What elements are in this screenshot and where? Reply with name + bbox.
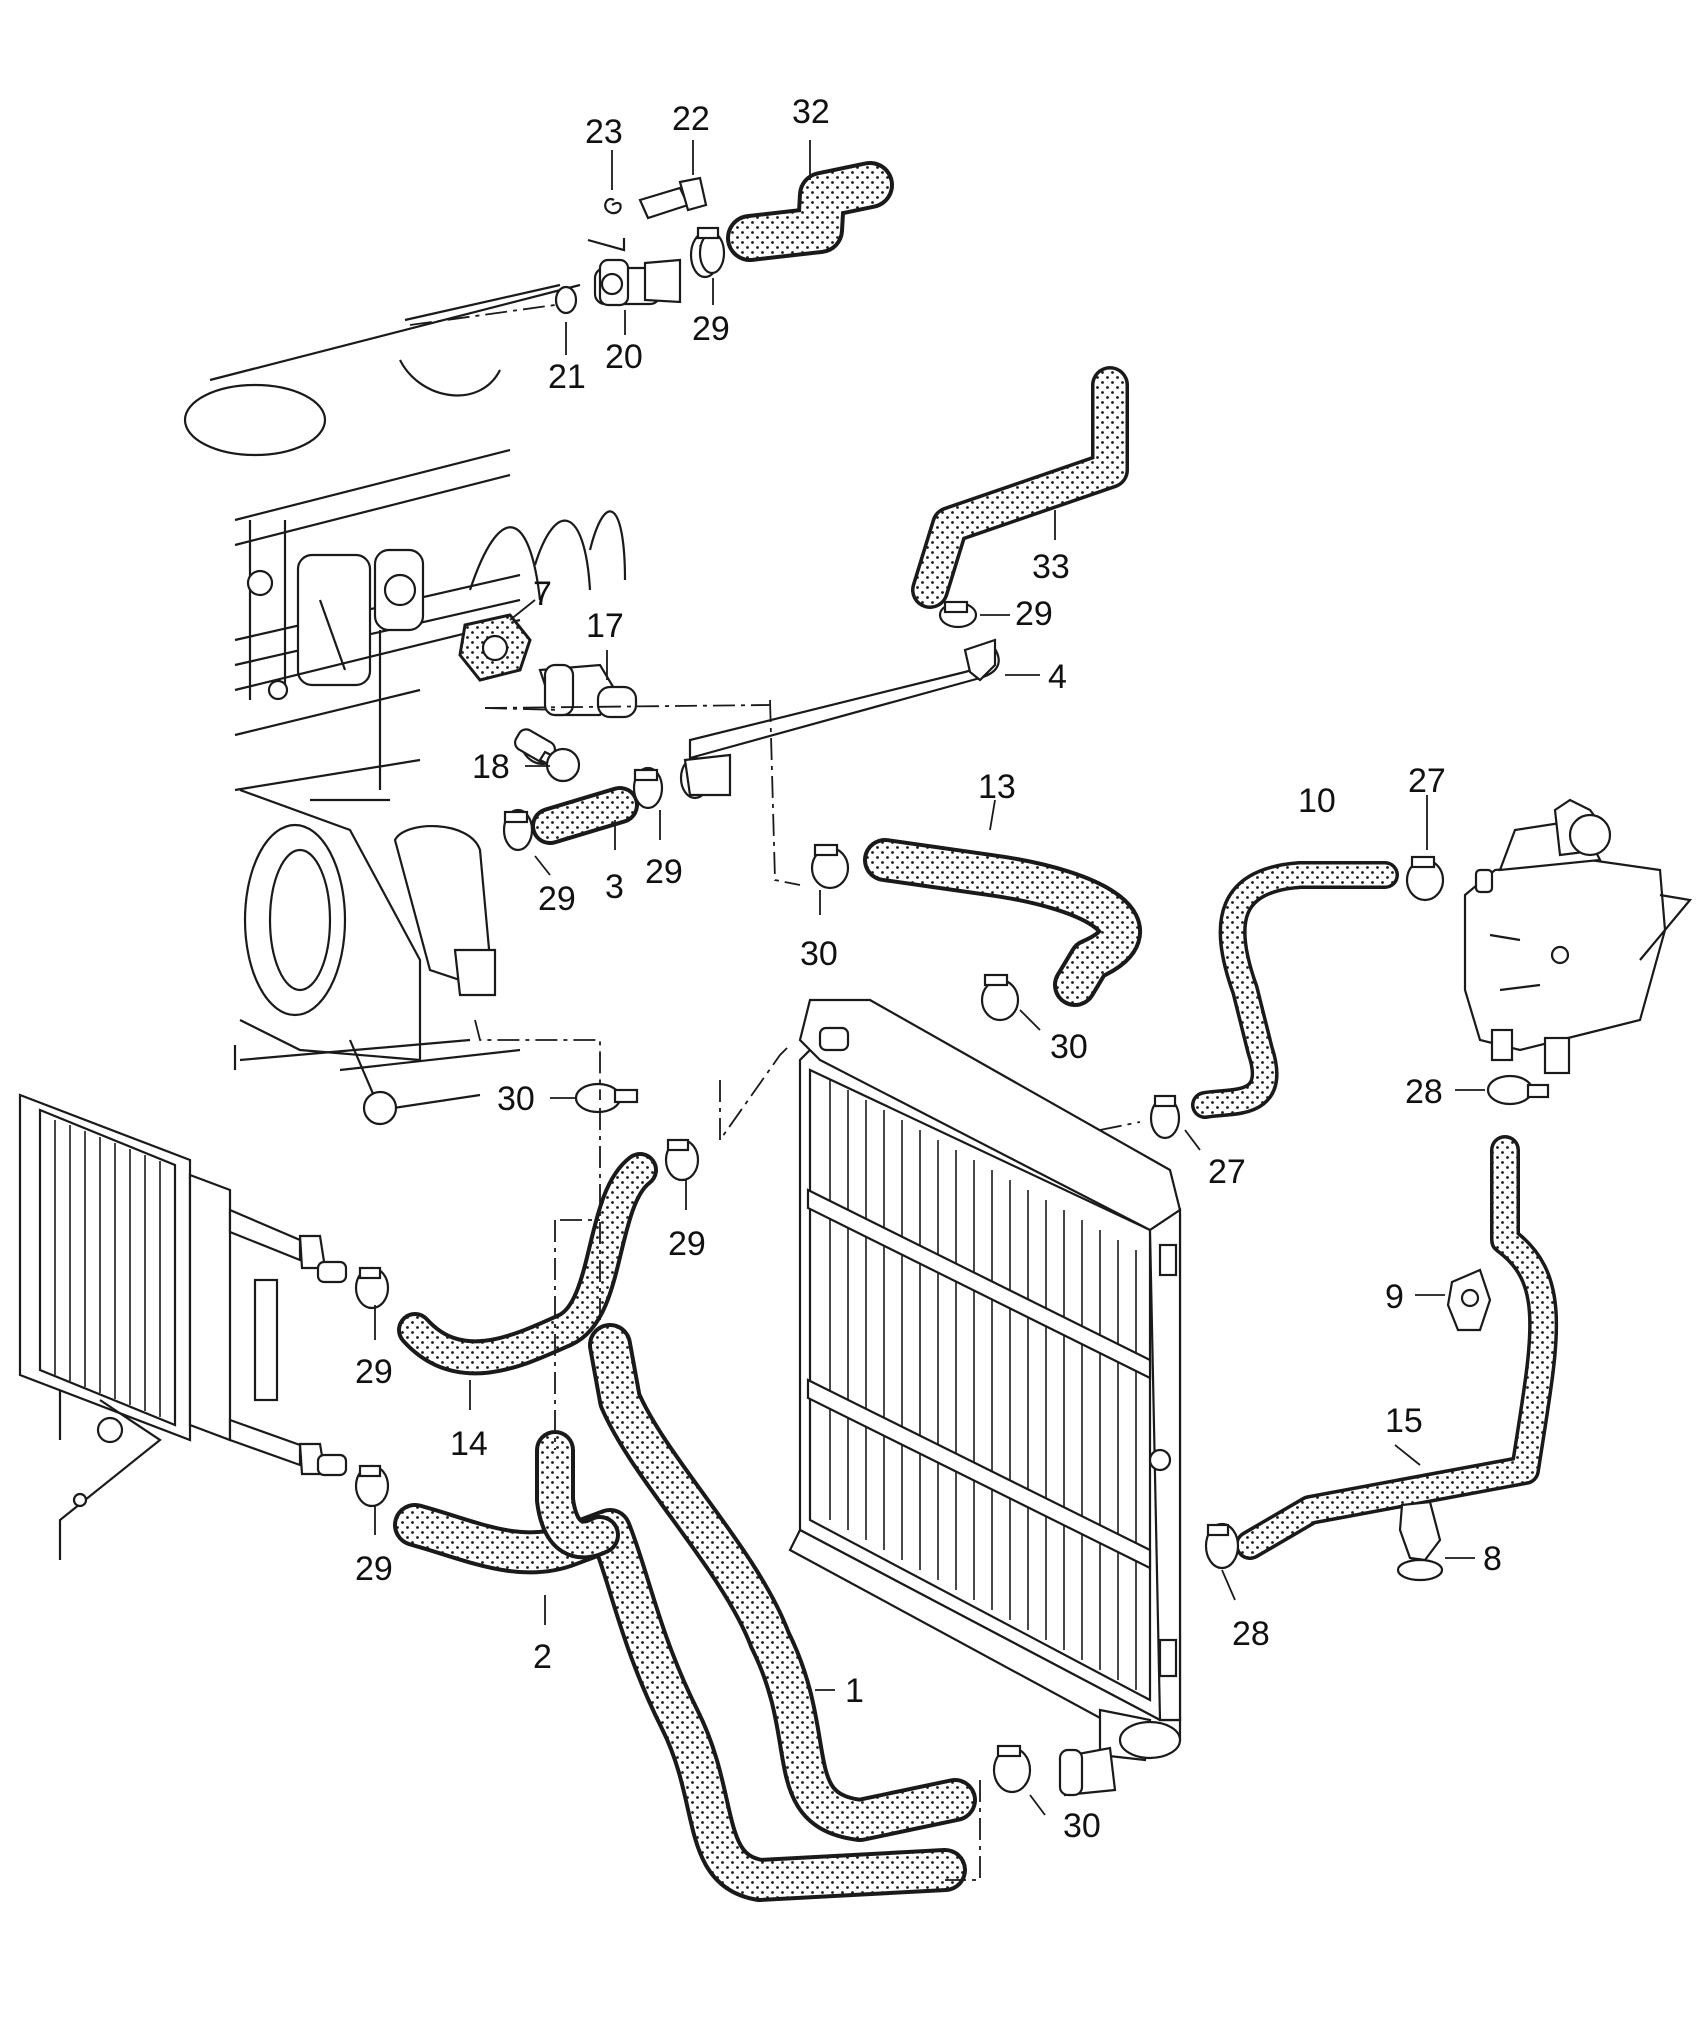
callout-29-hose33: 29 xyxy=(1015,595,1053,633)
callout-labels: 23 22 32 21 20 29 33 7 17 29 4 18 29 3 2… xyxy=(355,93,1502,1845)
callout-23: 23 xyxy=(585,113,623,151)
hose-bracket-9 xyxy=(1446,1268,1492,1332)
callout-33: 33 xyxy=(1032,548,1070,586)
radiator-fins xyxy=(829,1080,1137,1690)
callout-4: 4 xyxy=(1048,658,1067,696)
callout-27-top: 27 xyxy=(1408,762,1446,800)
coolant-pipe-assembly xyxy=(484,638,1000,800)
callout-30-radiator: 30 xyxy=(1050,1028,1088,1066)
clamp xyxy=(1486,1074,1550,1106)
clamp xyxy=(1204,1522,1240,1570)
hoses xyxy=(393,161,1559,1902)
callout-29-mid: 29 xyxy=(645,853,683,891)
callout-29-aux-lower: 29 xyxy=(355,1550,393,1588)
callout-30-upper: 30 xyxy=(800,935,838,973)
thermostat-flange-assembly xyxy=(409,176,721,326)
callout-7: 7 xyxy=(533,575,552,613)
callout-28-radiator: 28 xyxy=(1232,1615,1270,1653)
callout-21: 21 xyxy=(548,358,586,396)
callout-18: 18 xyxy=(472,748,510,786)
callout-29-left: 29 xyxy=(538,880,576,918)
hose-bracket-8 xyxy=(1396,1500,1444,1582)
callout-17: 17 xyxy=(586,607,624,645)
clamp xyxy=(1149,1094,1181,1140)
callout-3: 3 xyxy=(605,868,624,906)
clamp xyxy=(502,808,534,852)
callout-1: 1 xyxy=(845,1672,864,1710)
gasket xyxy=(458,613,532,682)
callout-32: 32 xyxy=(792,93,830,131)
clamp xyxy=(696,226,726,275)
radiator xyxy=(788,998,1182,1762)
callout-28-tank: 28 xyxy=(1405,1073,1443,1111)
hose-clamps xyxy=(354,226,1550,1797)
callout-8: 8 xyxy=(1483,1540,1502,1578)
expansion-tank xyxy=(1463,798,1693,1075)
clamp xyxy=(354,1464,390,1508)
clamp xyxy=(574,1082,639,1114)
clamp xyxy=(938,600,978,629)
callout-29-aux-upper: 29 xyxy=(355,1353,393,1391)
callout-10: 10 xyxy=(1298,782,1336,820)
callout-9: 9 xyxy=(1385,1278,1404,1316)
callout-30-bottom: 30 xyxy=(1063,1807,1101,1845)
callout-20: 20 xyxy=(605,338,643,376)
clamp xyxy=(1405,855,1445,902)
clamp xyxy=(664,1138,700,1182)
clamp xyxy=(632,766,664,810)
callout-30-left: 30 xyxy=(497,1080,535,1118)
callout-22: 22 xyxy=(672,100,710,138)
auxiliary-radiator xyxy=(18,1093,348,1560)
callout-leaders xyxy=(374,140,1485,1816)
callout-13: 13 xyxy=(978,768,1016,806)
clamp xyxy=(980,973,1020,1022)
clamp xyxy=(810,843,850,890)
callout-15: 15 xyxy=(1385,1402,1423,1440)
callout-2: 2 xyxy=(533,1638,552,1676)
assembly-lines xyxy=(474,699,1141,1881)
callout-27-radiator: 27 xyxy=(1208,1153,1246,1191)
callout-29-top: 29 xyxy=(692,310,730,348)
clamp xyxy=(354,1266,390,1310)
callout-14: 14 xyxy=(450,1425,488,1463)
clamp xyxy=(992,1744,1032,1794)
callout-29-hose14: 29 xyxy=(668,1225,706,1263)
engine-block xyxy=(183,283,627,1126)
